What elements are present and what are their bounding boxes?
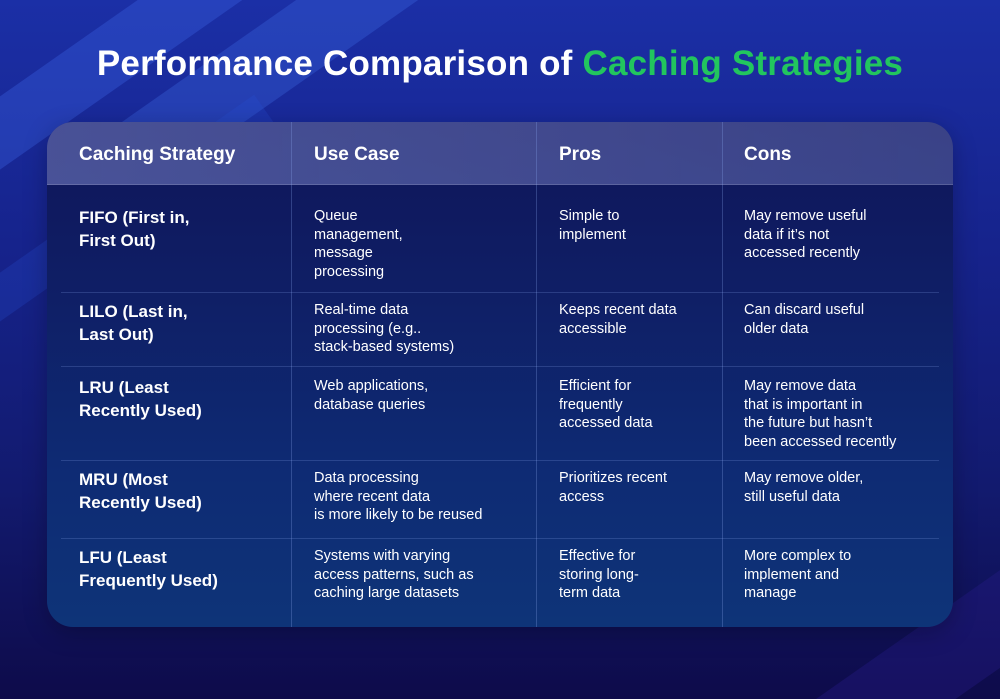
cell-pros: Effective for storing long- term data [559,548,639,601]
cell-cons: May remove older, still useful data [744,470,864,505]
cell-use-case: Real-time data processing (e.g.. stack-b… [314,302,455,355]
title-highlight: Caching Strategies [582,44,904,83]
title-prefix: Performance Comparison of [96,44,573,83]
cell-cons: More complex to implement and manage [744,548,852,601]
cell-cons: Can discard useful older data [744,302,865,337]
cell-pros: Efficient for frequently accessed data [559,378,653,431]
header-cons: Cons [744,144,792,165]
column-divider [722,122,723,627]
header-use-case: Use Case [314,144,400,165]
cell-pros: Prioritizes recent access [559,470,667,505]
cell-cons: May remove useful data if it’s not acces… [744,208,867,261]
header-pros: Pros [559,144,602,165]
page-title: Performance Comparison of Caching Strate… [0,44,1000,84]
cell-strategy: LFU (Least Frequently Used) [79,548,218,590]
column-divider [291,122,292,627]
cell-use-case: Data processing where recent data is mor… [314,470,483,523]
cell-strategy: LRU (Least Recently Used) [79,378,202,420]
cell-use-case: Web applications, database queries [314,378,429,413]
table-header-row: Caching Strategy Use Case Pros Cons [47,122,953,185]
row-divider [61,366,939,367]
cell-cons: May remove data that is important in the… [744,378,897,450]
cell-pros: Simple to implement [559,208,626,243]
column-divider [536,122,537,627]
cell-strategy: FIFO (First in, First Out) [79,208,190,250]
cell-use-case: Systems with varying access patterns, su… [314,548,474,601]
cell-pros: Keeps recent data accessible [559,302,677,337]
row-divider [61,460,939,461]
header-caching-strategy: Caching Strategy [79,144,236,165]
row-divider [61,292,939,293]
cell-strategy: MRU (Most Recently Used) [79,470,202,512]
cell-use-case: Queue management, message processing [314,208,403,280]
cell-strategy: LILO (Last in, Last Out) [79,302,188,344]
comparison-table: Caching Strategy Use Case Pros Cons FIFO… [47,122,953,627]
row-divider [61,538,939,539]
